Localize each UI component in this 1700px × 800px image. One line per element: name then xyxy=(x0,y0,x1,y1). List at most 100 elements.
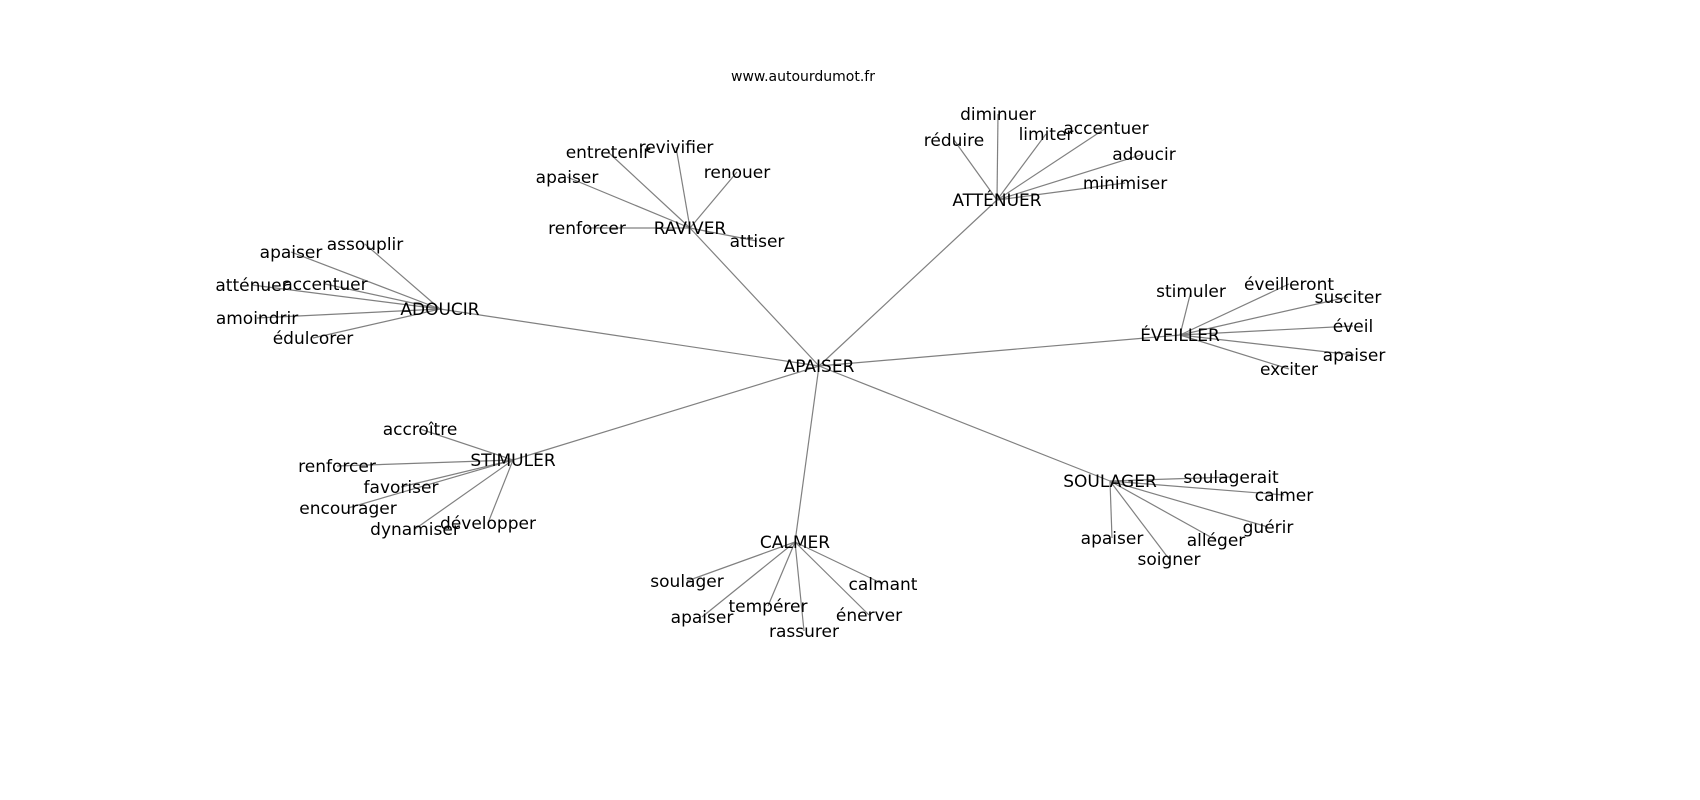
edge-hub-leaf xyxy=(1109,476,1232,482)
leaf-word-node[interactable]: apaiser xyxy=(260,243,323,263)
edge-hub-leaf xyxy=(996,153,1145,201)
hub-word-node[interactable]: SOULAGER xyxy=(1063,472,1157,492)
edge-hub-leaf xyxy=(400,459,514,488)
edge-hub-leaf xyxy=(1179,290,1192,336)
leaf-word-node[interactable]: revivifier xyxy=(639,138,714,158)
leaf-word-node[interactable]: guérir xyxy=(1243,518,1294,538)
edge-hub-leaf xyxy=(1179,334,1290,370)
edge-hub-leaf xyxy=(487,459,514,524)
edge-hub-leaf xyxy=(996,133,1047,201)
leaf-word-node[interactable]: accentuer xyxy=(1063,119,1148,139)
edge-hub-leaf xyxy=(689,171,738,229)
leaf-word-node[interactable]: accentuer xyxy=(282,275,367,295)
leaf-word-node[interactable]: favoriser xyxy=(364,478,439,498)
edge-hub-leaf xyxy=(1179,334,1355,356)
edge-hub-leaf xyxy=(794,541,870,616)
leaf-word-node[interactable]: tempérer xyxy=(729,597,808,617)
site-title: www.autourdumot.fr xyxy=(731,69,875,85)
edge-hub-leaf xyxy=(996,127,1107,201)
edge-hub-leaf xyxy=(414,459,514,530)
edge-hub-leaf xyxy=(566,176,691,229)
hub-word-node[interactable]: STIMULER xyxy=(470,451,556,471)
edge-hub-leaf xyxy=(767,541,796,607)
edge-hub-leaf xyxy=(607,151,691,229)
edge-hub-leaf xyxy=(1179,283,1290,336)
edge-hub-leaf xyxy=(1109,480,1170,560)
edge-hub-leaf xyxy=(336,459,514,467)
edge-root-hub xyxy=(439,308,820,367)
edge-hub-leaf xyxy=(675,146,691,229)
leaf-word-node[interactable]: alléger xyxy=(1187,531,1246,551)
leaf-word-node[interactable]: soulagerait xyxy=(1183,468,1279,488)
edge-hub-leaf xyxy=(1109,480,1113,539)
root-word-node[interactable]: APAISER xyxy=(784,357,855,377)
hub-word-node[interactable]: ATTÉNUER xyxy=(952,189,1041,211)
leaf-word-node[interactable]: dynamiser xyxy=(370,520,460,540)
leaf-word-node[interactable]: réduire xyxy=(924,131,984,151)
hub-word-node[interactable]: RAVIVER xyxy=(654,219,727,239)
edge-hub-leaf xyxy=(1109,480,1217,541)
leaf-word-node[interactable]: exciter xyxy=(1260,360,1318,380)
leaf-word-node[interactable]: soigner xyxy=(1138,550,1201,570)
leaf-word-node[interactable]: édulcorer xyxy=(273,329,354,349)
edge-root-hub xyxy=(512,365,820,461)
edge-hub-leaf xyxy=(953,139,998,201)
edge-hub-leaf xyxy=(419,428,514,461)
edge-hub-leaf xyxy=(689,227,758,242)
leaf-word-node[interactable]: limiter xyxy=(1019,125,1074,145)
leaf-word-node[interactable]: diminuer xyxy=(960,105,1036,125)
leaf-word-node[interactable]: assouplir xyxy=(327,235,404,255)
edge-hub-leaf xyxy=(794,541,884,585)
leaf-word-node[interactable]: rassurer xyxy=(769,622,839,642)
edge-hub-leaf xyxy=(701,541,796,618)
hub-word-node[interactable]: CALMER xyxy=(760,533,830,553)
edge-hub-leaf xyxy=(1109,480,1285,496)
edge-hub-leaf xyxy=(1179,296,1349,336)
edge-hub-leaf xyxy=(794,541,805,632)
edge-hub-leaf xyxy=(1109,480,1269,528)
leaf-word-node[interactable]: calmer xyxy=(1255,486,1314,506)
edge-hub-leaf xyxy=(996,113,999,201)
hub-word-node[interactable]: ADOUCIR xyxy=(400,300,479,320)
leaf-word-node[interactable]: éveil xyxy=(1333,317,1373,337)
edge-hub-leaf xyxy=(324,283,441,310)
leaf-word-node[interactable]: énerver xyxy=(836,606,902,626)
edge-hub-leaf xyxy=(1179,325,1354,336)
leaf-word-node[interactable]: amoindrir xyxy=(216,309,298,329)
leaf-word-node[interactable]: renouer xyxy=(704,163,770,183)
leaf-word-node[interactable]: renforcer xyxy=(298,457,376,477)
edge-root-hub xyxy=(689,227,820,367)
edge-hub-leaf xyxy=(686,541,796,582)
edge-hub-leaf xyxy=(364,243,441,310)
leaf-word-node[interactable]: apaiser xyxy=(536,168,599,188)
leaf-word-node[interactable]: susciter xyxy=(1315,288,1382,308)
edge-hub-leaf xyxy=(347,459,514,509)
edge-hub-leaf xyxy=(256,308,441,319)
leaf-word-node[interactable]: éveilleront xyxy=(1244,275,1334,295)
edge-root-hub xyxy=(818,365,1111,482)
leaf-word-node[interactable]: apaiser xyxy=(1323,346,1386,366)
leaf-word-node[interactable]: encourager xyxy=(299,499,396,519)
edge-hub-leaf xyxy=(290,251,441,310)
leaf-word-node[interactable]: calmant xyxy=(849,575,918,595)
leaf-word-node[interactable]: développer xyxy=(440,514,536,534)
leaf-word-node[interactable]: entretenir xyxy=(566,143,651,163)
leaf-word-node[interactable]: soulager xyxy=(650,572,723,592)
leaf-word-node[interactable]: stimuler xyxy=(1156,282,1226,302)
edge-hub-leaf xyxy=(312,308,441,339)
leaf-word-node[interactable]: attiser xyxy=(730,232,785,252)
edge-hub-leaf xyxy=(996,182,1126,201)
leaf-word-node[interactable]: renforcer xyxy=(548,219,626,239)
leaf-word-node[interactable]: accroître xyxy=(383,420,458,440)
hub-word-node[interactable]: ÉVEILLER xyxy=(1140,324,1220,346)
leaf-word-node[interactable]: minimiser xyxy=(1083,174,1167,194)
edge-root-hub xyxy=(818,334,1181,367)
leaf-word-node[interactable]: apaiser xyxy=(671,608,734,628)
edge-root-hub xyxy=(794,365,820,543)
leaf-word-node[interactable]: apaiser xyxy=(1081,529,1144,549)
leaf-word-node[interactable]: adoucir xyxy=(1112,145,1175,165)
leaf-word-node[interactable]: atténuer xyxy=(215,276,288,296)
edge-hub-leaf xyxy=(251,284,441,310)
